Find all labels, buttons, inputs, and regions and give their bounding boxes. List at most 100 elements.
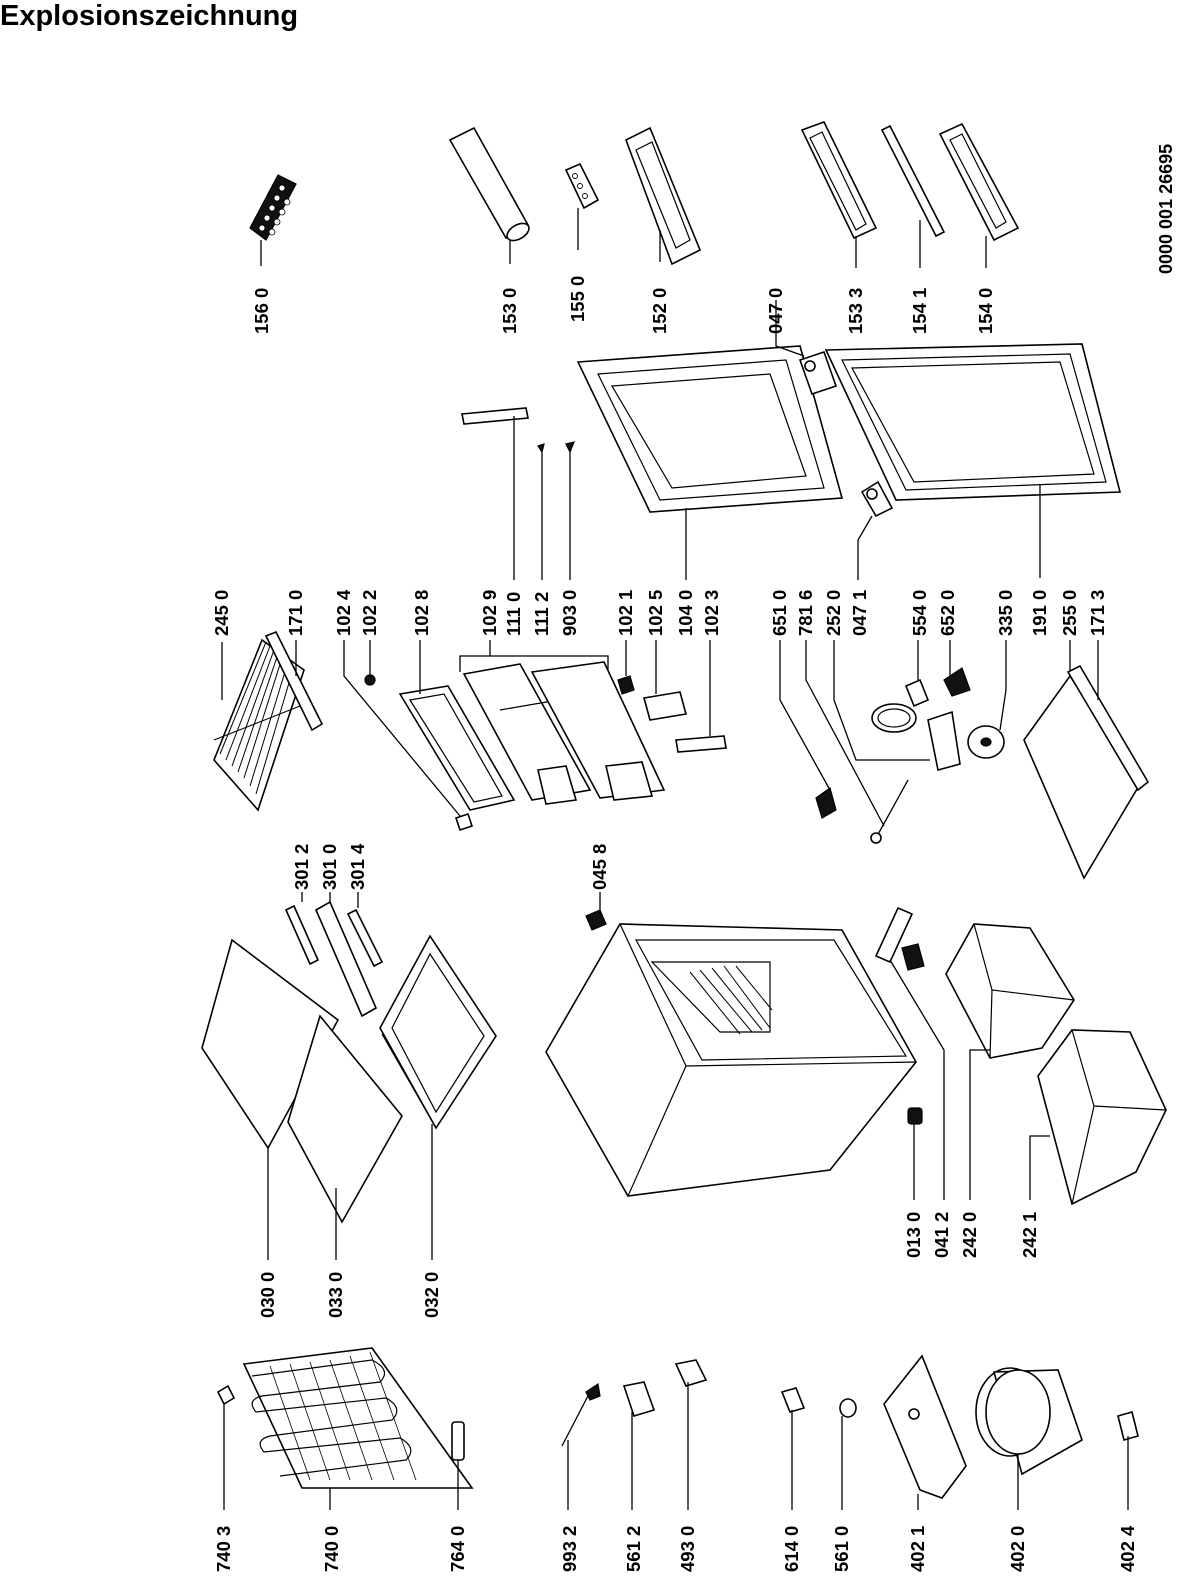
part-047-1-hinge <box>857 480 894 580</box>
document-number: 0000 001 26695 <box>1156 144 1176 274</box>
label-102-5: 102 5 <box>645 590 666 636</box>
label-493-0: 493 0 <box>677 1526 698 1572</box>
part-102-1 <box>617 640 635 695</box>
page-title: Explosionszeichnung <box>0 0 299 32</box>
label-242-1: 242 1 <box>1019 1212 1040 1258</box>
label-152-0: 152 0 <box>649 288 670 334</box>
part-764-0-drier <box>451 1421 465 1510</box>
label-013-0: 013 0 <box>903 1212 924 1258</box>
label-041-2: 041 2 <box>931 1212 952 1258</box>
label-111-2: 111 2 <box>531 592 552 636</box>
label-402-1: 402 1 <box>907 1526 928 1572</box>
part-740-3 <box>216 1384 236 1510</box>
part-903-0-screw <box>565 441 575 580</box>
part-781-6 <box>805 640 909 844</box>
part-153-3-shelf <box>800 121 878 268</box>
label-903-0: 903 0 <box>559 590 580 636</box>
part-301-0 <box>314 892 378 1018</box>
part-242-1-drawer <box>1029 1029 1167 1206</box>
part-041-2-bracket <box>874 906 945 1200</box>
part-111-0-bar <box>461 407 529 580</box>
label-102-4: 102 4 <box>333 589 354 636</box>
part-102-3 <box>675 640 727 753</box>
label-102-1: 102 1 <box>615 590 636 636</box>
part-152-0-door-shelf <box>625 126 702 266</box>
part-301-2 <box>284 892 320 966</box>
label-740-3: 740 3 <box>213 1526 234 1572</box>
part-102-9-group <box>459 640 609 672</box>
part-102-4 <box>343 640 474 832</box>
part-102-2 <box>364 640 376 686</box>
part-740-0-condenser <box>242 1347 474 1510</box>
label-032-0: 032 0 <box>421 1272 442 1318</box>
label-652-0: 652 0 <box>937 590 958 636</box>
label-171-0: 171 0 <box>285 590 306 636</box>
label-154-1: 154 1 <box>909 288 930 334</box>
part-301-4 <box>346 892 384 968</box>
label-111-0: 111 0 <box>503 592 524 636</box>
part-labels: 156 0 153 0 155 0 152 0 047 0 153 3 154 … <box>211 276 1138 1572</box>
part-155-0 <box>564 162 600 250</box>
label-171-3: 171 3 <box>1087 590 1108 636</box>
label-614-0: 614 0 <box>781 1526 802 1572</box>
part-111-2-screw <box>537 443 545 580</box>
part-154-1-strip <box>880 124 946 268</box>
label-245-0: 245 0 <box>211 590 232 636</box>
label-191-0: 191 0 <box>1029 590 1050 636</box>
part-153-0 <box>448 126 530 264</box>
part-047-0-hinge <box>775 300 838 396</box>
label-033-0: 033 0 <box>325 1272 346 1318</box>
label-045-8: 045 8 <box>589 844 610 890</box>
label-554-0: 554 0 <box>909 590 930 636</box>
label-155-0: 155 0 <box>567 276 588 322</box>
part-652-0 <box>943 640 971 697</box>
part-561-0 <box>839 1398 857 1510</box>
label-104-0: 104 0 <box>675 590 696 636</box>
part-171-3-strip <box>1066 640 1150 792</box>
part-main-cabinet <box>545 923 917 1197</box>
label-301-4: 301 4 <box>347 843 368 890</box>
part-993-2 <box>561 1382 601 1510</box>
label-252-0: 252 0 <box>823 590 844 636</box>
part-156-0-egg-tray <box>249 174 297 266</box>
part-104-0-door-frame <box>576 345 844 580</box>
part-651-0 <box>779 640 837 819</box>
part-033-0-plate <box>287 1014 403 1260</box>
label-047-1: 047 1 <box>849 590 870 636</box>
label-153-3: 153 3 <box>845 288 866 334</box>
label-651-0: 651 0 <box>769 590 790 636</box>
part-102-5 <box>642 640 688 721</box>
label-242-0: 242 0 <box>959 1212 980 1258</box>
label-781-6: 781 6 <box>795 590 816 636</box>
label-301-2: 301 2 <box>291 844 312 890</box>
label-030-0: 030 0 <box>257 1272 278 1318</box>
part-493-0 <box>674 1359 708 1510</box>
part-245-0-grid-shelf <box>213 638 305 812</box>
label-301-0: 301 0 <box>319 844 340 890</box>
label-047-0: 047 0 <box>765 288 786 334</box>
label-102-8: 102 8 <box>411 590 432 636</box>
part-154-0-shelf <box>938 122 1020 268</box>
part-030-0-plate <box>201 938 340 1260</box>
part-402-1-base-plate <box>883 1354 967 1510</box>
label-764-0: 764 0 <box>447 1526 468 1572</box>
label-255-0: 255 0 <box>1059 590 1080 636</box>
part-402-4 <box>1117 1411 1139 1510</box>
label-561-0: 561 0 <box>831 1526 852 1572</box>
part-402-0-compressor <box>975 1367 1083 1510</box>
label-154-0: 154 0 <box>975 288 996 334</box>
label-402-4: 402 4 <box>1117 1525 1138 1572</box>
part-045-8 <box>585 892 607 931</box>
part-171-0-strip <box>264 630 324 732</box>
part-614-0 <box>780 1387 806 1510</box>
part-032-0-tray <box>379 934 497 1260</box>
part-335-0 <box>967 640 1007 759</box>
part-242-0-drawer <box>945 923 1075 1200</box>
part-102-8-frame <box>398 640 516 811</box>
label-153-0: 153 0 <box>499 288 520 334</box>
label-740-0: 740 0 <box>321 1526 342 1572</box>
part-252-0 <box>833 640 961 771</box>
part-013-0-foot <box>907 1107 923 1200</box>
label-402-0: 402 0 <box>1007 1526 1028 1572</box>
